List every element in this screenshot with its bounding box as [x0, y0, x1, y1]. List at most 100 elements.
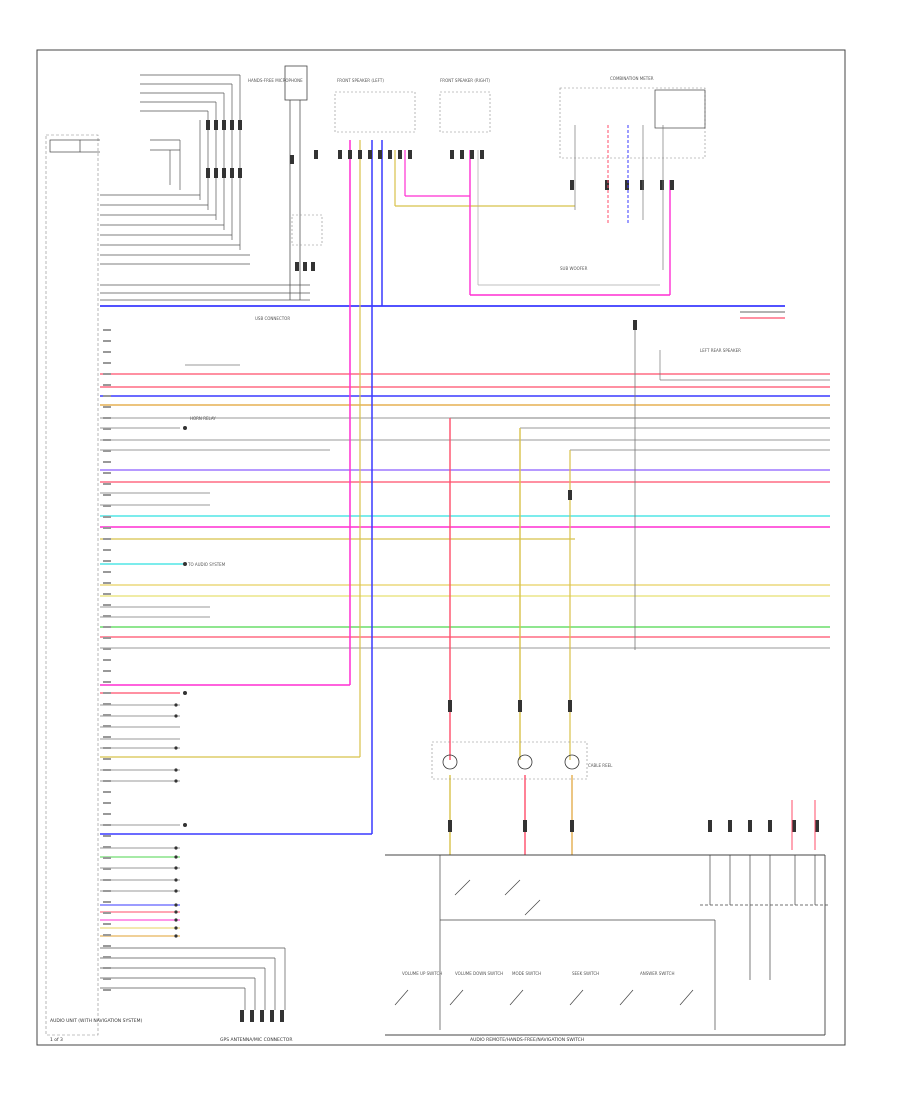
audio-unit-tab: [49, 139, 81, 153]
pin-tick: [103, 527, 111, 529]
pin-tick: [103, 934, 111, 936]
usb-connector-box: [291, 214, 323, 246]
pin-tick: [103, 417, 111, 419]
pin-tick: [103, 351, 111, 353]
vertical-wires: [289, 100, 671, 855]
pin-tick: [103, 582, 111, 584]
pin-tick: [103, 868, 111, 870]
pin-tick: [103, 747, 111, 749]
ground-dots: [174, 426, 187, 938]
pin-tick: [103, 593, 111, 595]
audio-unit-outline: [45, 134, 99, 1036]
pin-tick: [103, 890, 111, 892]
pin-tick: [103, 901, 111, 903]
pin-tick: [103, 945, 111, 947]
hands-free-mic-label: HANDS-FREE MICROPHONE: [248, 78, 303, 83]
pin-tick: [103, 483, 111, 485]
front-speaker-left-box: [334, 91, 416, 133]
cable-reel-box: [431, 741, 588, 780]
pin-tick: [103, 912, 111, 914]
pin-tick: [103, 450, 111, 452]
audio-link-label: TO AUDIO SYSTEM: [187, 562, 226, 567]
pin-tick: [103, 978, 111, 980]
pin-tick: [103, 571, 111, 573]
pin-tick: [103, 439, 111, 441]
pin-tick: [103, 494, 111, 496]
pin-tick: [103, 780, 111, 782]
pin-tick: [103, 791, 111, 793]
combination-meter-box: [559, 87, 706, 159]
antenna-connector-label: GPS ANTENNA/MIC CONNECTOR: [220, 1037, 292, 1043]
combination-meter-label: COMBINATION METER: [610, 76, 654, 81]
pin-tick: [103, 505, 111, 507]
pin-tick: [103, 703, 111, 705]
pin-tick: [103, 472, 111, 474]
page-number: 1 of 3: [50, 1037, 63, 1043]
top-left-harness: [80, 74, 310, 301]
page-border: [36, 49, 846, 1046]
pin-tick: [103, 681, 111, 683]
meter-wires: [574, 125, 664, 270]
pin-tick: [103, 813, 111, 815]
pin-tick: [103, 659, 111, 661]
pin-tick: [103, 769, 111, 771]
pin-tick: [103, 802, 111, 804]
gps-harness: [100, 947, 286, 1010]
seek-switch-label: SEEK SWITCH: [572, 971, 599, 976]
pin-tick: [103, 967, 111, 969]
combination-meter-inner: [654, 89, 706, 129]
cable-reel-label: CABLE REEL: [588, 763, 613, 768]
front-speaker-right-label: FRONT SPEAKER (RIGHT): [440, 78, 490, 83]
connector-pins: [206, 120, 819, 1022]
pin-tick: [103, 516, 111, 518]
pin-tick: [103, 824, 111, 826]
steering-switch-label: AUDIO REMOTE/HANDS-FREE/NAVIGATION SWITC…: [470, 1037, 584, 1043]
pin-tick: [103, 362, 111, 364]
answer-switch-label: ANSWER SWITCH: [640, 971, 674, 976]
steering-switches: [394, 855, 830, 1006]
sub-woofer-label: SUB WOOFER: [560, 266, 588, 271]
pin-tick: [103, 923, 111, 925]
pin-tick: [103, 637, 111, 639]
horizontal-harness-wires: [100, 305, 830, 937]
right-pins-colored: [791, 800, 816, 850]
pin-tick: [103, 857, 111, 859]
pin-tick: [103, 604, 111, 606]
horn-relay-label: HORN RELAY: [190, 416, 216, 421]
grey-wires: [100, 350, 830, 892]
pin-tick: [103, 648, 111, 650]
pin-number-ticks: [103, 329, 111, 991]
pin-tick: [103, 538, 111, 540]
pin-tick: [103, 956, 111, 958]
vol-down-label: VOLUME DOWN SWITCH: [455, 971, 503, 976]
front-speaker-right-box: [439, 91, 491, 133]
mode-switch-label: MODE SWITCH: [512, 971, 541, 976]
pin-tick: [103, 725, 111, 727]
audio-unit-label: AUDIO UNIT (WITH NAVIGATION SYSTEM): [50, 1018, 143, 1024]
pin-tick: [103, 758, 111, 760]
pin-tick: [103, 670, 111, 672]
front-speaker-left-label: FRONT SPEAKER (LEFT): [337, 78, 384, 83]
cable-reel-coils: [442, 754, 580, 770]
pin-tick: [103, 736, 111, 738]
pin-tick: [103, 406, 111, 408]
pin-tick: [103, 989, 111, 991]
pin-tick: [103, 329, 111, 331]
pin-tick: [103, 461, 111, 463]
pin-tick: [103, 714, 111, 716]
pin-tick: [103, 340, 111, 342]
pin-tick: [103, 395, 111, 397]
pin-tick: [103, 846, 111, 848]
pin-tick: [103, 384, 111, 386]
pin-tick: [103, 692, 111, 694]
pin-tick: [103, 549, 111, 551]
pin-tick: [103, 835, 111, 837]
pin-tick: [103, 373, 111, 375]
pin-tick: [103, 560, 111, 562]
hands-free-mic-box: [284, 65, 308, 101]
pin-tick: [103, 879, 111, 881]
usb-connector-label: USB CONNECTOR: [255, 316, 290, 321]
pin-tick: [103, 615, 111, 617]
